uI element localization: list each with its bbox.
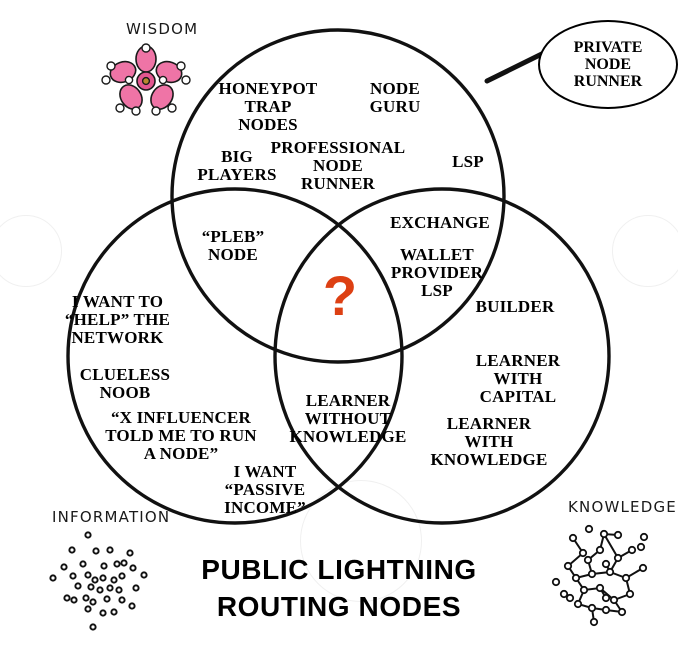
- label-pleb-node: “PLEB” NODE: [201, 227, 265, 265]
- label-exchange: EXCHANGE: [390, 213, 490, 232]
- knowledge-circle: [273, 187, 611, 525]
- label-i-want-passive-income: I WANT “PASSIVE INCOME”: [224, 462, 306, 518]
- information-circle: [66, 187, 404, 525]
- label-node-guru: NODE GURU: [369, 79, 421, 117]
- label-learner-with-knowledge: LEARNER WITH KNOWLEDGE: [430, 414, 548, 470]
- corner-label-knowledge: KNOWLEDGE: [568, 498, 677, 516]
- page-title: PUBLIC LIGHTNING ROUTING NODES: [201, 554, 477, 622]
- label-i-want-to-help-the-network: I WANT TO “HELP” THE NETWORK: [64, 292, 171, 348]
- scattered-dots-icon: [49, 531, 148, 631]
- connected-network-icon: [551, 524, 649, 627]
- corner-label-information: INFORMATION: [52, 508, 171, 526]
- wisdom-circle: [170, 28, 506, 364]
- label-honeypot-trap-nodes: HONEYPOT TRAP NODES: [218, 79, 318, 135]
- label-learner-without-knowledge: LEARNER WITHOUT KNOWLEDGE: [289, 391, 407, 447]
- label-clueless-noob: CLUELESS NOOB: [79, 365, 171, 403]
- label-big-players: BIG PLAYERS: [197, 147, 277, 185]
- label-professional-node-runner: PROFESSIONAL NODE RUNNER: [270, 138, 406, 194]
- label-lsp-top: LSP: [452, 152, 484, 171]
- label-learner-with-capital: LEARNER WITH CAPITAL: [475, 351, 561, 407]
- label-x-influencer-told-me: “X INFLUENCER TOLD ME TO RUN A NODE”: [105, 408, 257, 464]
- corner-label-wisdom: WISDOM: [126, 20, 199, 38]
- callout-label: PRIVATE NODE RUNNER: [573, 38, 643, 91]
- center-question-mark: ?: [322, 264, 358, 327]
- pink-flower-network-icon: [101, 43, 191, 116]
- label-builder: BUILDER: [475, 297, 555, 316]
- label-wallet-provider-lsp: WALLET PROVIDER LSP: [390, 245, 484, 301]
- private-node-runner-callout: PRIVATE NODE RUNNER: [538, 20, 678, 109]
